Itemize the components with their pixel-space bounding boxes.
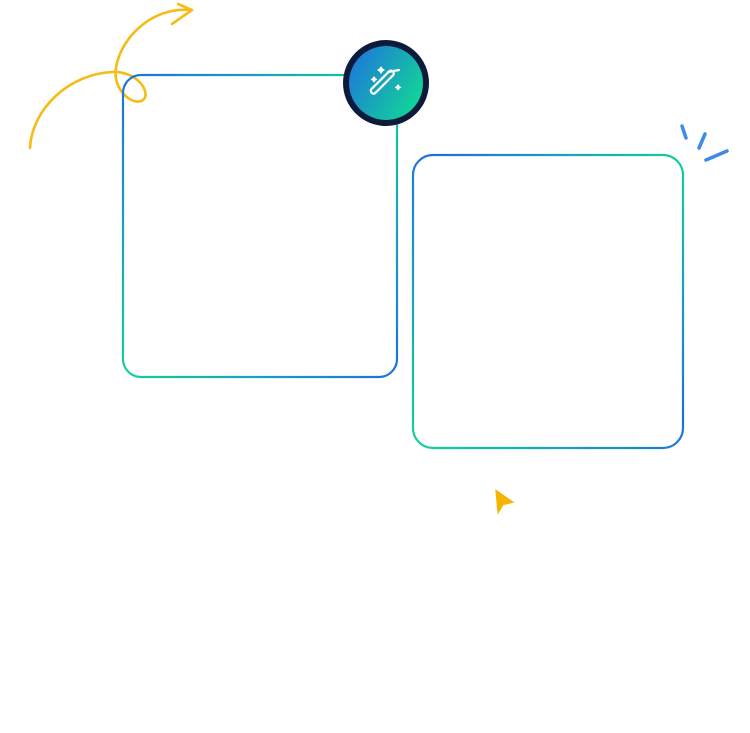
cursor-arrow-icon (493, 486, 518, 519)
sparkle-stars-icon (370, 66, 402, 91)
left-card (121, 73, 399, 379)
right-card (411, 153, 685, 450)
magic-wand-badge[interactable] (343, 40, 429, 126)
magic-wand-icon (369, 68, 401, 95)
sparkle-lines (680, 124, 729, 162)
curly-arrow-doodle (28, 2, 194, 150)
